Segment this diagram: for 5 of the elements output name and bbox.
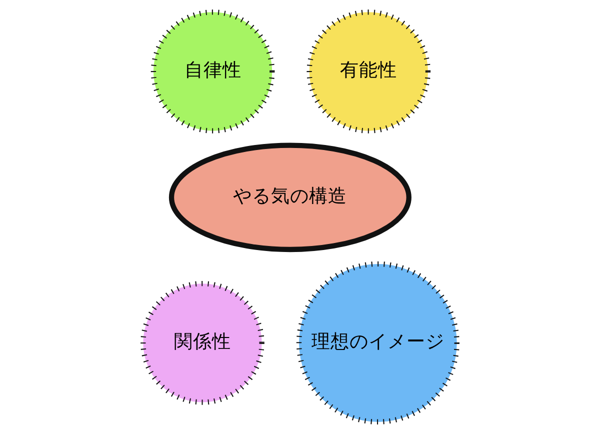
node-ellipse: やる気の構造 bbox=[168, 142, 412, 252]
node-circle: 有能性 bbox=[306, 10, 431, 134]
node-circle: 理想のイメージ bbox=[296, 261, 460, 424]
node-circle: 関係性 bbox=[140, 280, 264, 405]
node-circle: 自律性 bbox=[150, 10, 275, 134]
